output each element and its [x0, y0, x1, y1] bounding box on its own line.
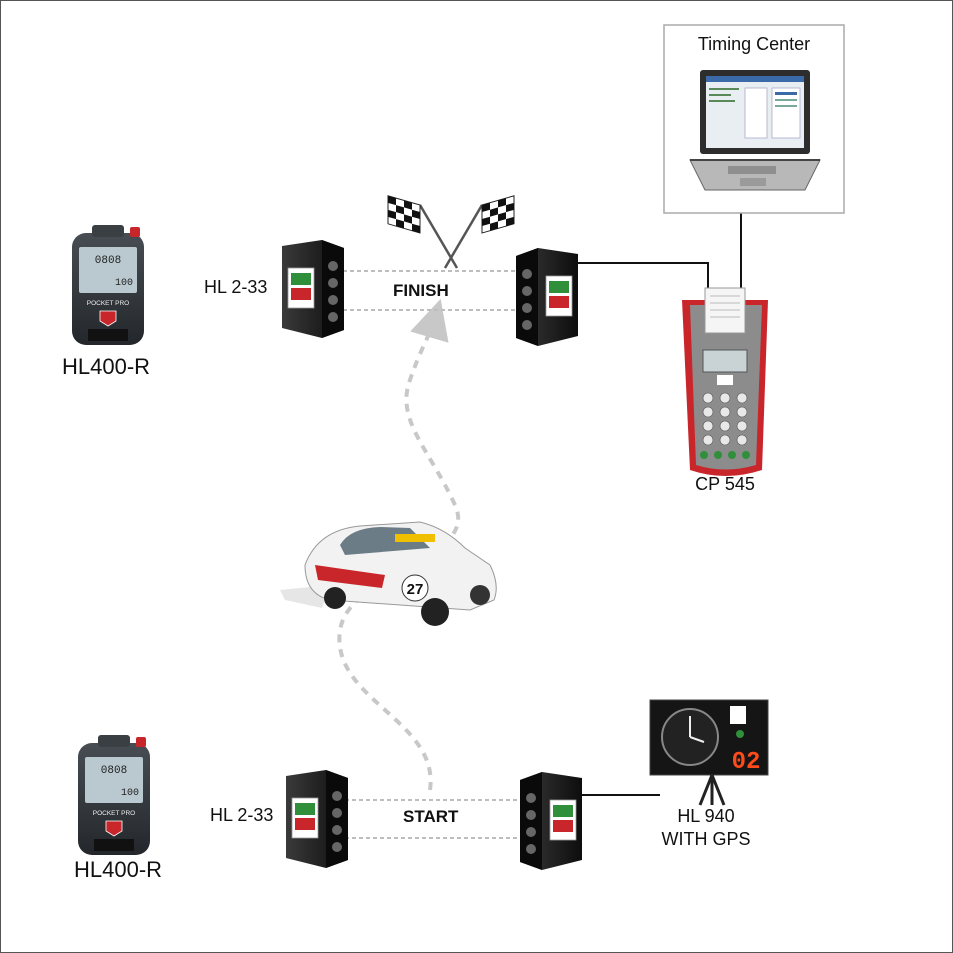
- stopwatch-bottom-display-small: 100: [121, 788, 139, 799]
- stopwatch-bottom-brand: POCKET PRO: [93, 810, 136, 817]
- hl233-bottom-label: HL 2-33: [210, 805, 274, 825]
- checkered-flags-icon: [387, 195, 515, 269]
- stopwatch-top: 0808 100 POCKET PRO: [72, 225, 144, 345]
- timing-center-label: Timing Center: [697, 34, 811, 54]
- hl400-top-label: HL400-R: [62, 354, 151, 379]
- photocell-finish-right: [516, 248, 578, 346]
- car-number: 27: [407, 581, 424, 598]
- hl940-scoreboard: 02: [649, 699, 769, 806]
- scoreboard-digits: 02: [732, 749, 761, 776]
- cp545-label: CP 545: [695, 474, 755, 494]
- finish-beams: [343, 270, 517, 311]
- rally-car: 27: [280, 521, 497, 626]
- stopwatch-top-display: 0808: [95, 255, 121, 267]
- hl940-label-line1: HL 940: [677, 806, 735, 826]
- timing-center: [663, 24, 845, 214]
- start-beams: [345, 799, 522, 839]
- finish-label: FINISH: [393, 281, 449, 300]
- start-label: START: [403, 807, 459, 826]
- stopwatch-top-display-small: 100: [115, 278, 133, 289]
- hl940-label-line2: WITH GPS: [661, 829, 751, 849]
- hl233-top-label: HL 2-33: [204, 277, 268, 297]
- photocell-start-right: [520, 772, 582, 870]
- stopwatch-bottom: 0808 100 POCKET PRO: [78, 735, 150, 855]
- laptop-icon: [689, 70, 821, 191]
- photocell-start-left: [286, 770, 348, 868]
- hl400-bottom-label: HL400-R: [74, 857, 163, 882]
- cables: [576, 212, 742, 796]
- stopwatch-top-brand: POCKET PRO: [87, 300, 130, 307]
- stopwatch-bottom-display: 0808: [101, 765, 127, 777]
- photocell-finish-left: [282, 240, 344, 338]
- cp545-printer: [682, 287, 768, 476]
